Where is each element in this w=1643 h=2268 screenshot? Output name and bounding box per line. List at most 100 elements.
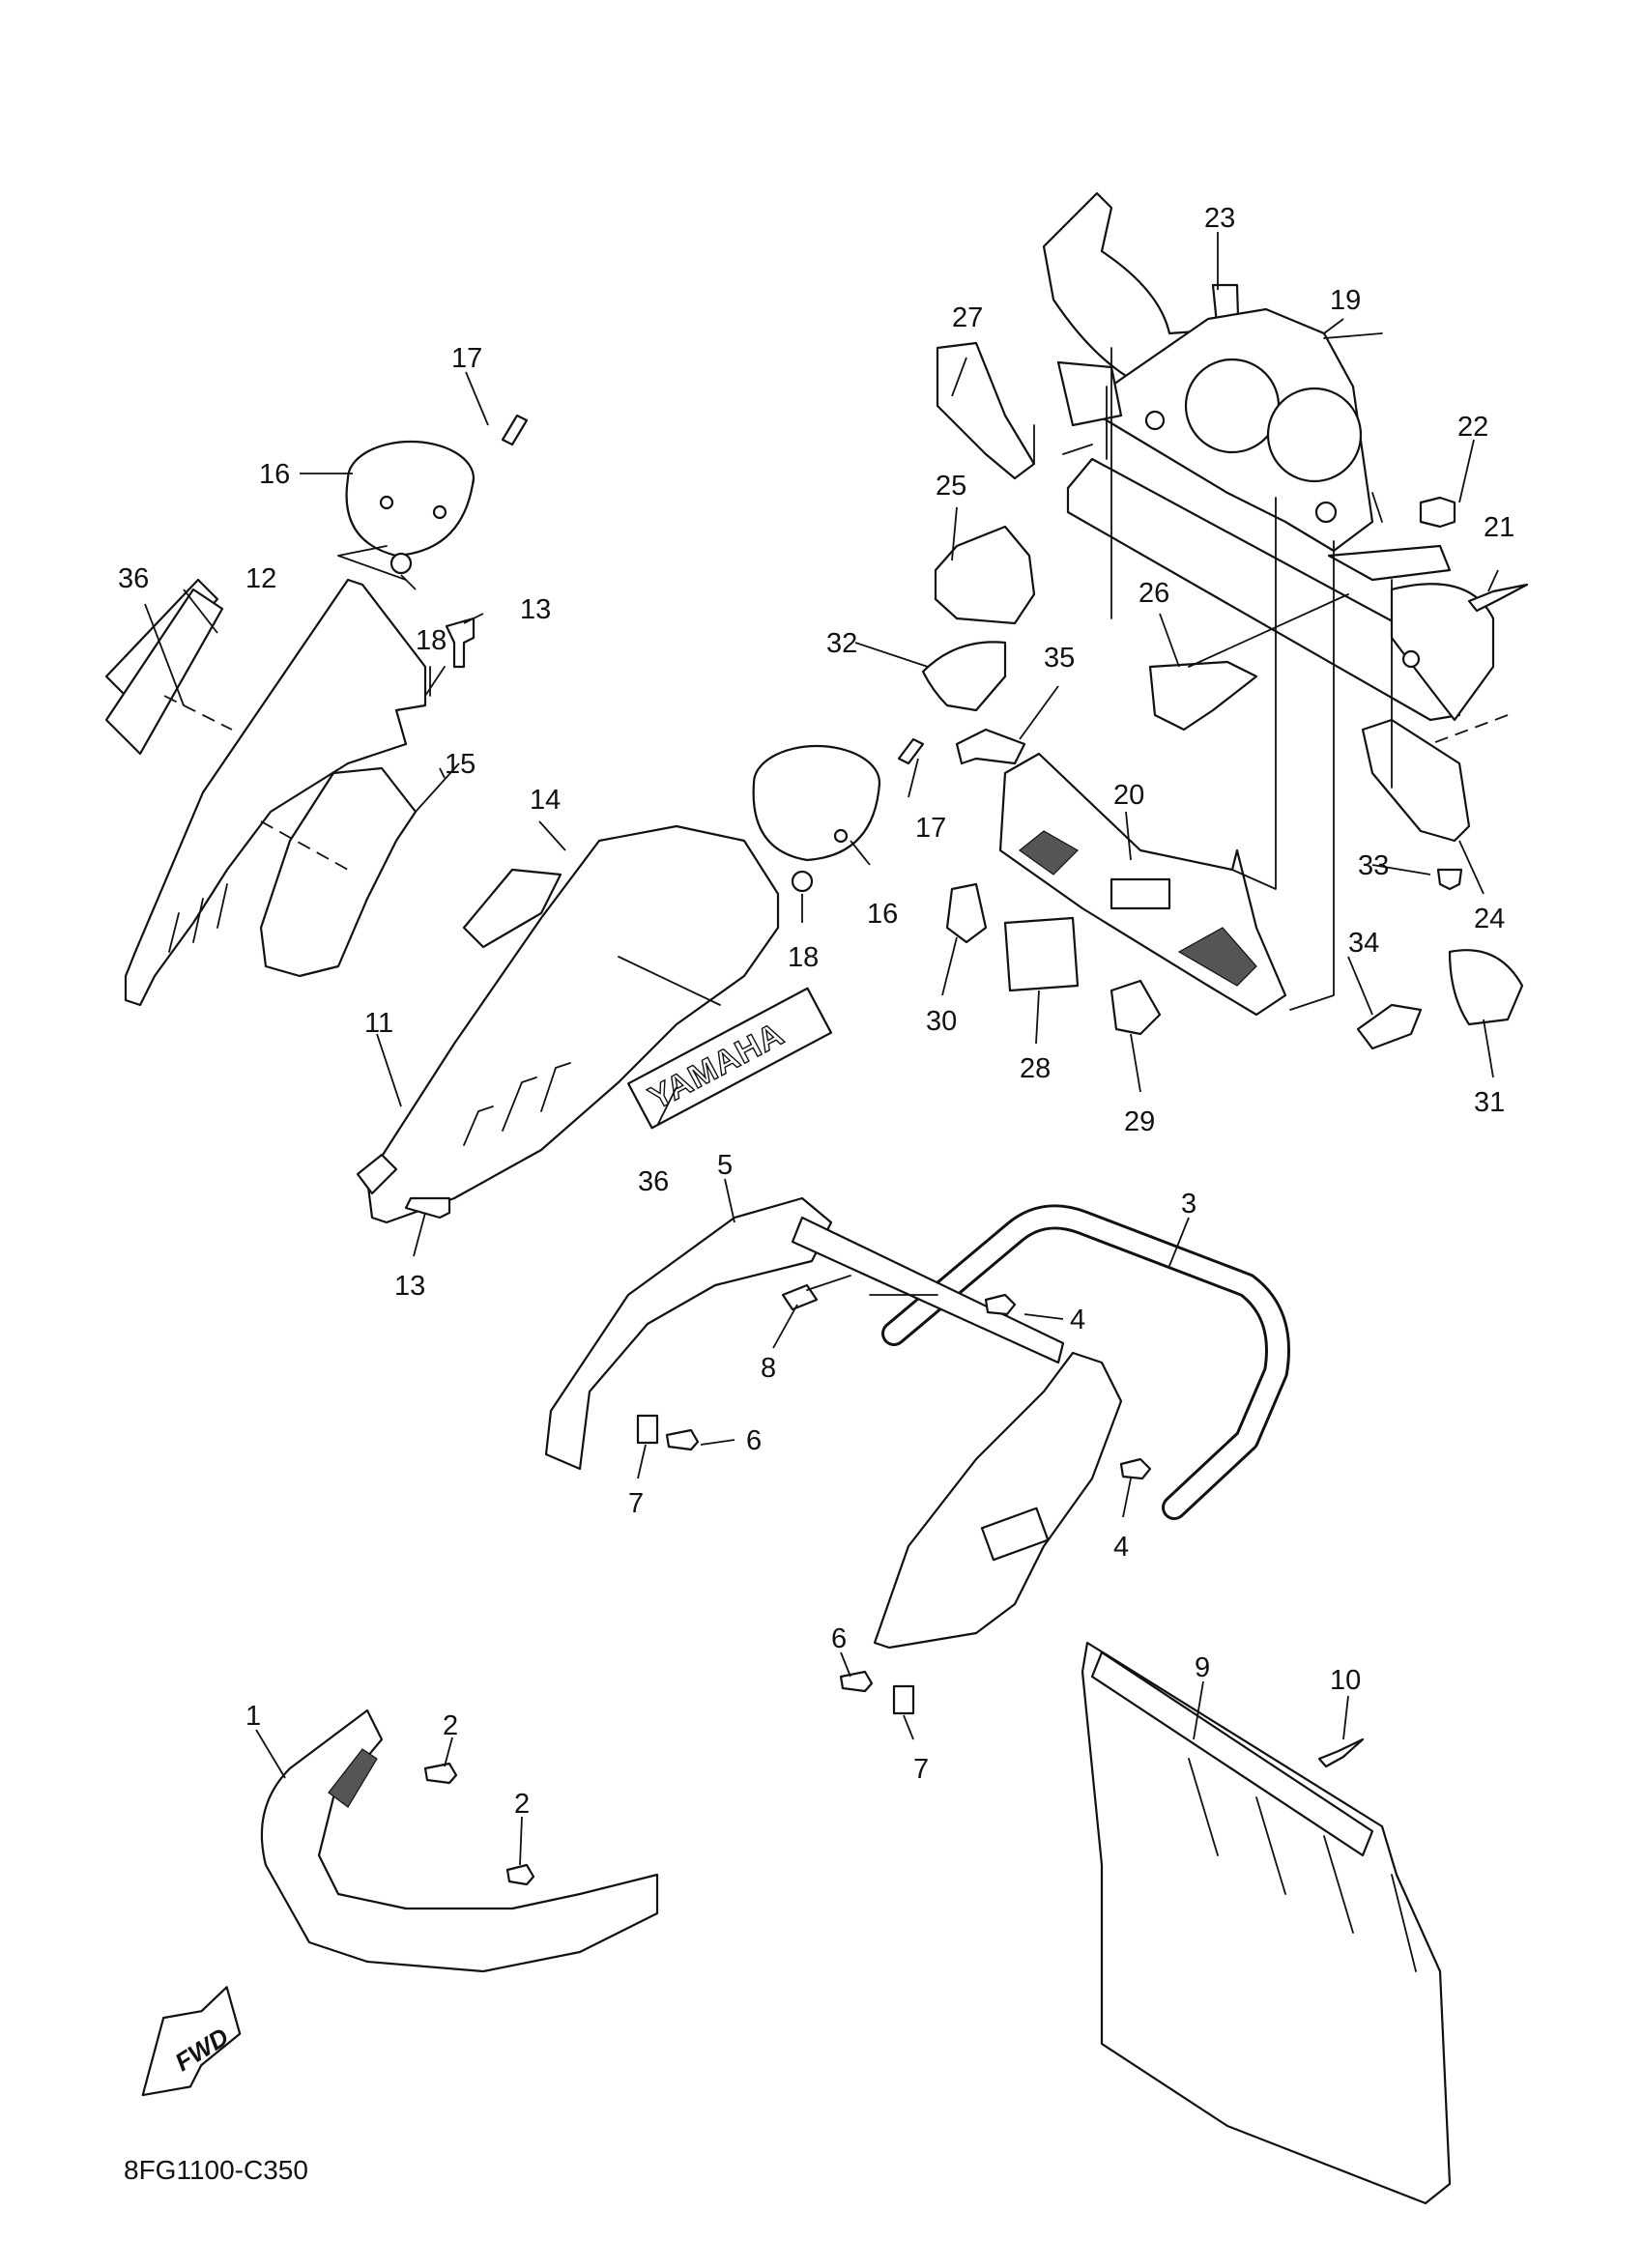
- reference-dash: [1429, 714, 1509, 745]
- part-9-plate-top: [1090, 1651, 1374, 1857]
- callout-32: 32: [826, 628, 857, 659]
- callout-34: 34: [1348, 928, 1379, 959]
- part-6-bolt-left: [665, 1428, 700, 1451]
- callout-13: 13: [520, 594, 551, 625]
- part-1-bumper: [260, 1708, 659, 1973]
- part-14-top-step: [462, 868, 562, 949]
- reference-dash-left: [163, 695, 349, 871]
- part-30-grommet: [945, 882, 988, 944]
- reference-lines-left: [337, 545, 446, 697]
- part-2-bolt-top: [423, 1762, 458, 1785]
- callout-33: 33: [1358, 850, 1389, 881]
- part-18-nut-mid: [791, 870, 814, 893]
- decal-rect: [626, 987, 833, 1130]
- part-18-nut-top: [389, 552, 413, 575]
- part-14-stripe: [618, 956, 721, 1006]
- callout-3: 3: [1181, 1189, 1196, 1220]
- callout-23: 23: [1204, 203, 1235, 234]
- part-35-bracket: [955, 728, 1026, 765]
- part-5-fender-window: [980, 1507, 1050, 1562]
- part-19-gauge-hole-right: [1266, 387, 1363, 483]
- part-22-bolt: [1419, 496, 1456, 529]
- reference-lines-center: [806, 1275, 938, 1296]
- part-25-cover: [934, 525, 1036, 625]
- reference-lines: [1033, 332, 1393, 1011]
- part-frame-bar: [1066, 457, 1461, 722]
- part-4-bolt-bottom: [1119, 1457, 1152, 1480]
- part-26-guard: [1148, 660, 1258, 732]
- callout-26: 26: [1139, 578, 1169, 609]
- callout-10: 10: [1330, 1665, 1361, 1696]
- part-1-mesh: [328, 1748, 378, 1808]
- part-33-fastener: [1436, 868, 1463, 891]
- callout-29: 29: [1124, 1106, 1155, 1137]
- callout-36b: 36: [638, 1166, 669, 1197]
- part-29-grommet: [1110, 979, 1162, 1036]
- callout-11: 11: [364, 1008, 393, 1039]
- part-17-screw-top: [501, 414, 529, 446]
- callout-7b: 7: [913, 1754, 929, 1785]
- part-27-vent: [936, 341, 1036, 480]
- leader-lines: [144, 232, 1499, 1866]
- callout-24: 24: [1474, 904, 1505, 934]
- part-10-rivet: [1317, 1737, 1365, 1768]
- part-20-mesh-left: [1019, 830, 1079, 876]
- part-13-bolt-lower: [404, 1196, 451, 1220]
- part-5-crossbar: [791, 1216, 1065, 1364]
- callout-19: 19: [1330, 285, 1361, 316]
- part-12-cowl: [124, 578, 427, 1007]
- part-2-bolt-lower: [505, 1863, 535, 1886]
- callout-18b: 18: [788, 942, 819, 973]
- part-4-bolt-top: [984, 1293, 1017, 1316]
- part-9-skid-plate: [1081, 1641, 1452, 2205]
- callout-12: 12: [245, 563, 276, 594]
- callouts: 1 2 2 3 4 4 5 6 6 7 7 8 9 10 11 12 13 13…: [118, 203, 1514, 1820]
- callout-16: 16: [259, 459, 290, 490]
- part-32-clip: [921, 641, 1007, 712]
- callout-14: 14: [530, 785, 561, 816]
- part-16-light-ring-mid-body: [752, 781, 881, 862]
- part-19-grommet: [1314, 501, 1338, 524]
- part-12-vents: [168, 883, 228, 953]
- part-27-vent-2: [1056, 360, 1123, 427]
- part-16-hole: [379, 495, 394, 510]
- part-16-hole-2: [432, 504, 447, 520]
- part-14-vents: [463, 1062, 571, 1146]
- part-16-light-ring-top-body: [345, 476, 476, 558]
- part-3-bar-inner: [884, 1207, 1287, 1517]
- callout-4: 4: [1070, 1305, 1085, 1335]
- callout-8: 8: [761, 1353, 776, 1384]
- callout-20: 20: [1113, 780, 1144, 811]
- callout-18: 18: [416, 625, 447, 656]
- part-5-fender-right: [873, 1351, 1123, 1650]
- callout-2b: 2: [514, 1789, 530, 1820]
- part-20-window: [1110, 877, 1171, 910]
- callout-17b: 17: [915, 813, 946, 844]
- part-28-plate: [1003, 916, 1080, 992]
- part-31-clip: [1448, 949, 1524, 1026]
- part-11-bracket: [356, 1153, 398, 1195]
- part-21-rivet: [1467, 583, 1529, 613]
- callout-9: 9: [1195, 1652, 1210, 1683]
- part-6-bolt-right: [839, 1670, 874, 1693]
- callout-25: 25: [936, 471, 966, 502]
- callout-27: 27: [952, 302, 983, 333]
- part-24-side-panel: [1361, 718, 1471, 843]
- part-34-bracket: [1356, 1003, 1423, 1050]
- part-9-ribs: [1188, 1758, 1417, 1972]
- callout-31: 31: [1474, 1087, 1505, 1118]
- callout-1: 1: [245, 1701, 261, 1732]
- part-5-fender-left: [544, 1196, 833, 1471]
- diagram-code: 8FG1100-C350: [124, 2155, 308, 2185]
- callout-4b: 4: [1113, 1532, 1129, 1563]
- part-8-block: [781, 1283, 819, 1311]
- callout-15: 15: [445, 749, 476, 780]
- callout-16b: 16: [867, 899, 898, 930]
- callout-17: 17: [451, 343, 482, 374]
- part-19-screw-hole: [1144, 410, 1166, 431]
- callout-6: 6: [746, 1425, 762, 1456]
- callout-2: 2: [443, 1710, 458, 1741]
- callout-28: 28: [1020, 1053, 1051, 1084]
- part-20-mesh-right: [1177, 927, 1257, 987]
